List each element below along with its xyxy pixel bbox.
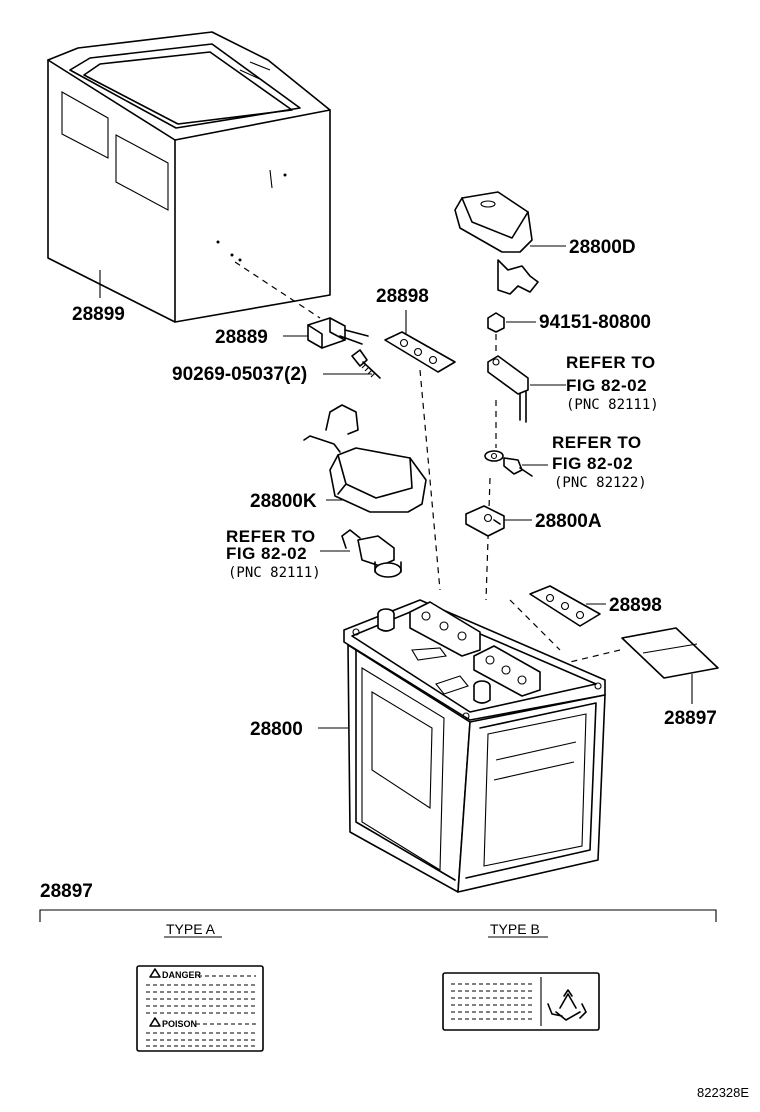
figure-code: 822328E (697, 1085, 749, 1100)
terminal-clamp-28800A-drawing (465, 505, 505, 537)
type-b-label-drawing (442, 972, 600, 1031)
label-28898-top: 28898 (376, 286, 429, 307)
section-bracket (39, 909, 717, 922)
terminal-cover-28800K-drawing (303, 404, 427, 513)
assembly-dashline-label (569, 649, 621, 663)
label-28889: 28889 (215, 327, 268, 348)
assembly-dashline-pad (419, 369, 441, 591)
pad-28898-top-drawing (384, 331, 456, 373)
label-28897: 28897 (664, 708, 717, 729)
cable-terminal-left-drawing (341, 529, 402, 578)
label-90269-05037: 90269-05037(2) (172, 364, 307, 385)
section-title-28897: 28897 (40, 881, 93, 902)
ref1-line2: FIG 82-02 (566, 376, 647, 395)
ref1-line1: REFER TO (566, 353, 656, 372)
recycle-icon (547, 989, 587, 1021)
type-b-heading: TYPE B (490, 921, 540, 937)
terminal-cover-28800D-drawing (454, 191, 539, 295)
bolt-drawing (351, 349, 381, 379)
type-a-label-drawing: DANGER POISON (136, 965, 264, 1052)
ref3-line3: (PNC 82111) (228, 565, 321, 581)
label-28898-right: 28898 (609, 595, 662, 616)
label-28899: 28899 (72, 304, 125, 325)
pad-28898-right-drawing (529, 585, 601, 627)
label-28800K: 28800K (250, 491, 317, 512)
battery-28800-drawing (343, 599, 606, 893)
nut-94151-drawing (487, 312, 505, 333)
assembly-dashline-terminal (485, 477, 491, 601)
hold-down-bracket-drawing (307, 317, 369, 349)
cable-terminal-82122-drawing (484, 450, 533, 477)
label-94151-80800: 94151-80800 (539, 312, 651, 333)
label-28800A: 28800A (535, 511, 602, 532)
ref3-line1: REFER TO (226, 527, 316, 546)
battery-box-cover-drawing (47, 31, 331, 323)
danger-text: DANGER (162, 970, 202, 980)
type-a-heading: TYPE A (166, 921, 216, 937)
ref1-line3: (PNC 82111) (566, 397, 659, 413)
ref2-line1: REFER TO (552, 433, 642, 452)
poison-text: POISON (162, 1019, 197, 1029)
label-card-28897-drawing (621, 627, 719, 679)
ref3-line2: FIG 82-02 (226, 544, 307, 563)
assembly-dashline-box (234, 261, 321, 319)
cable-terminal-82111-drawing (487, 355, 529, 423)
label-28800: 28800 (250, 719, 303, 740)
label-28800D: 28800D (569, 237, 636, 258)
ref2-line3: (PNC 82122) (554, 475, 647, 491)
ref2-line2: FIG 82-02 (552, 454, 633, 473)
